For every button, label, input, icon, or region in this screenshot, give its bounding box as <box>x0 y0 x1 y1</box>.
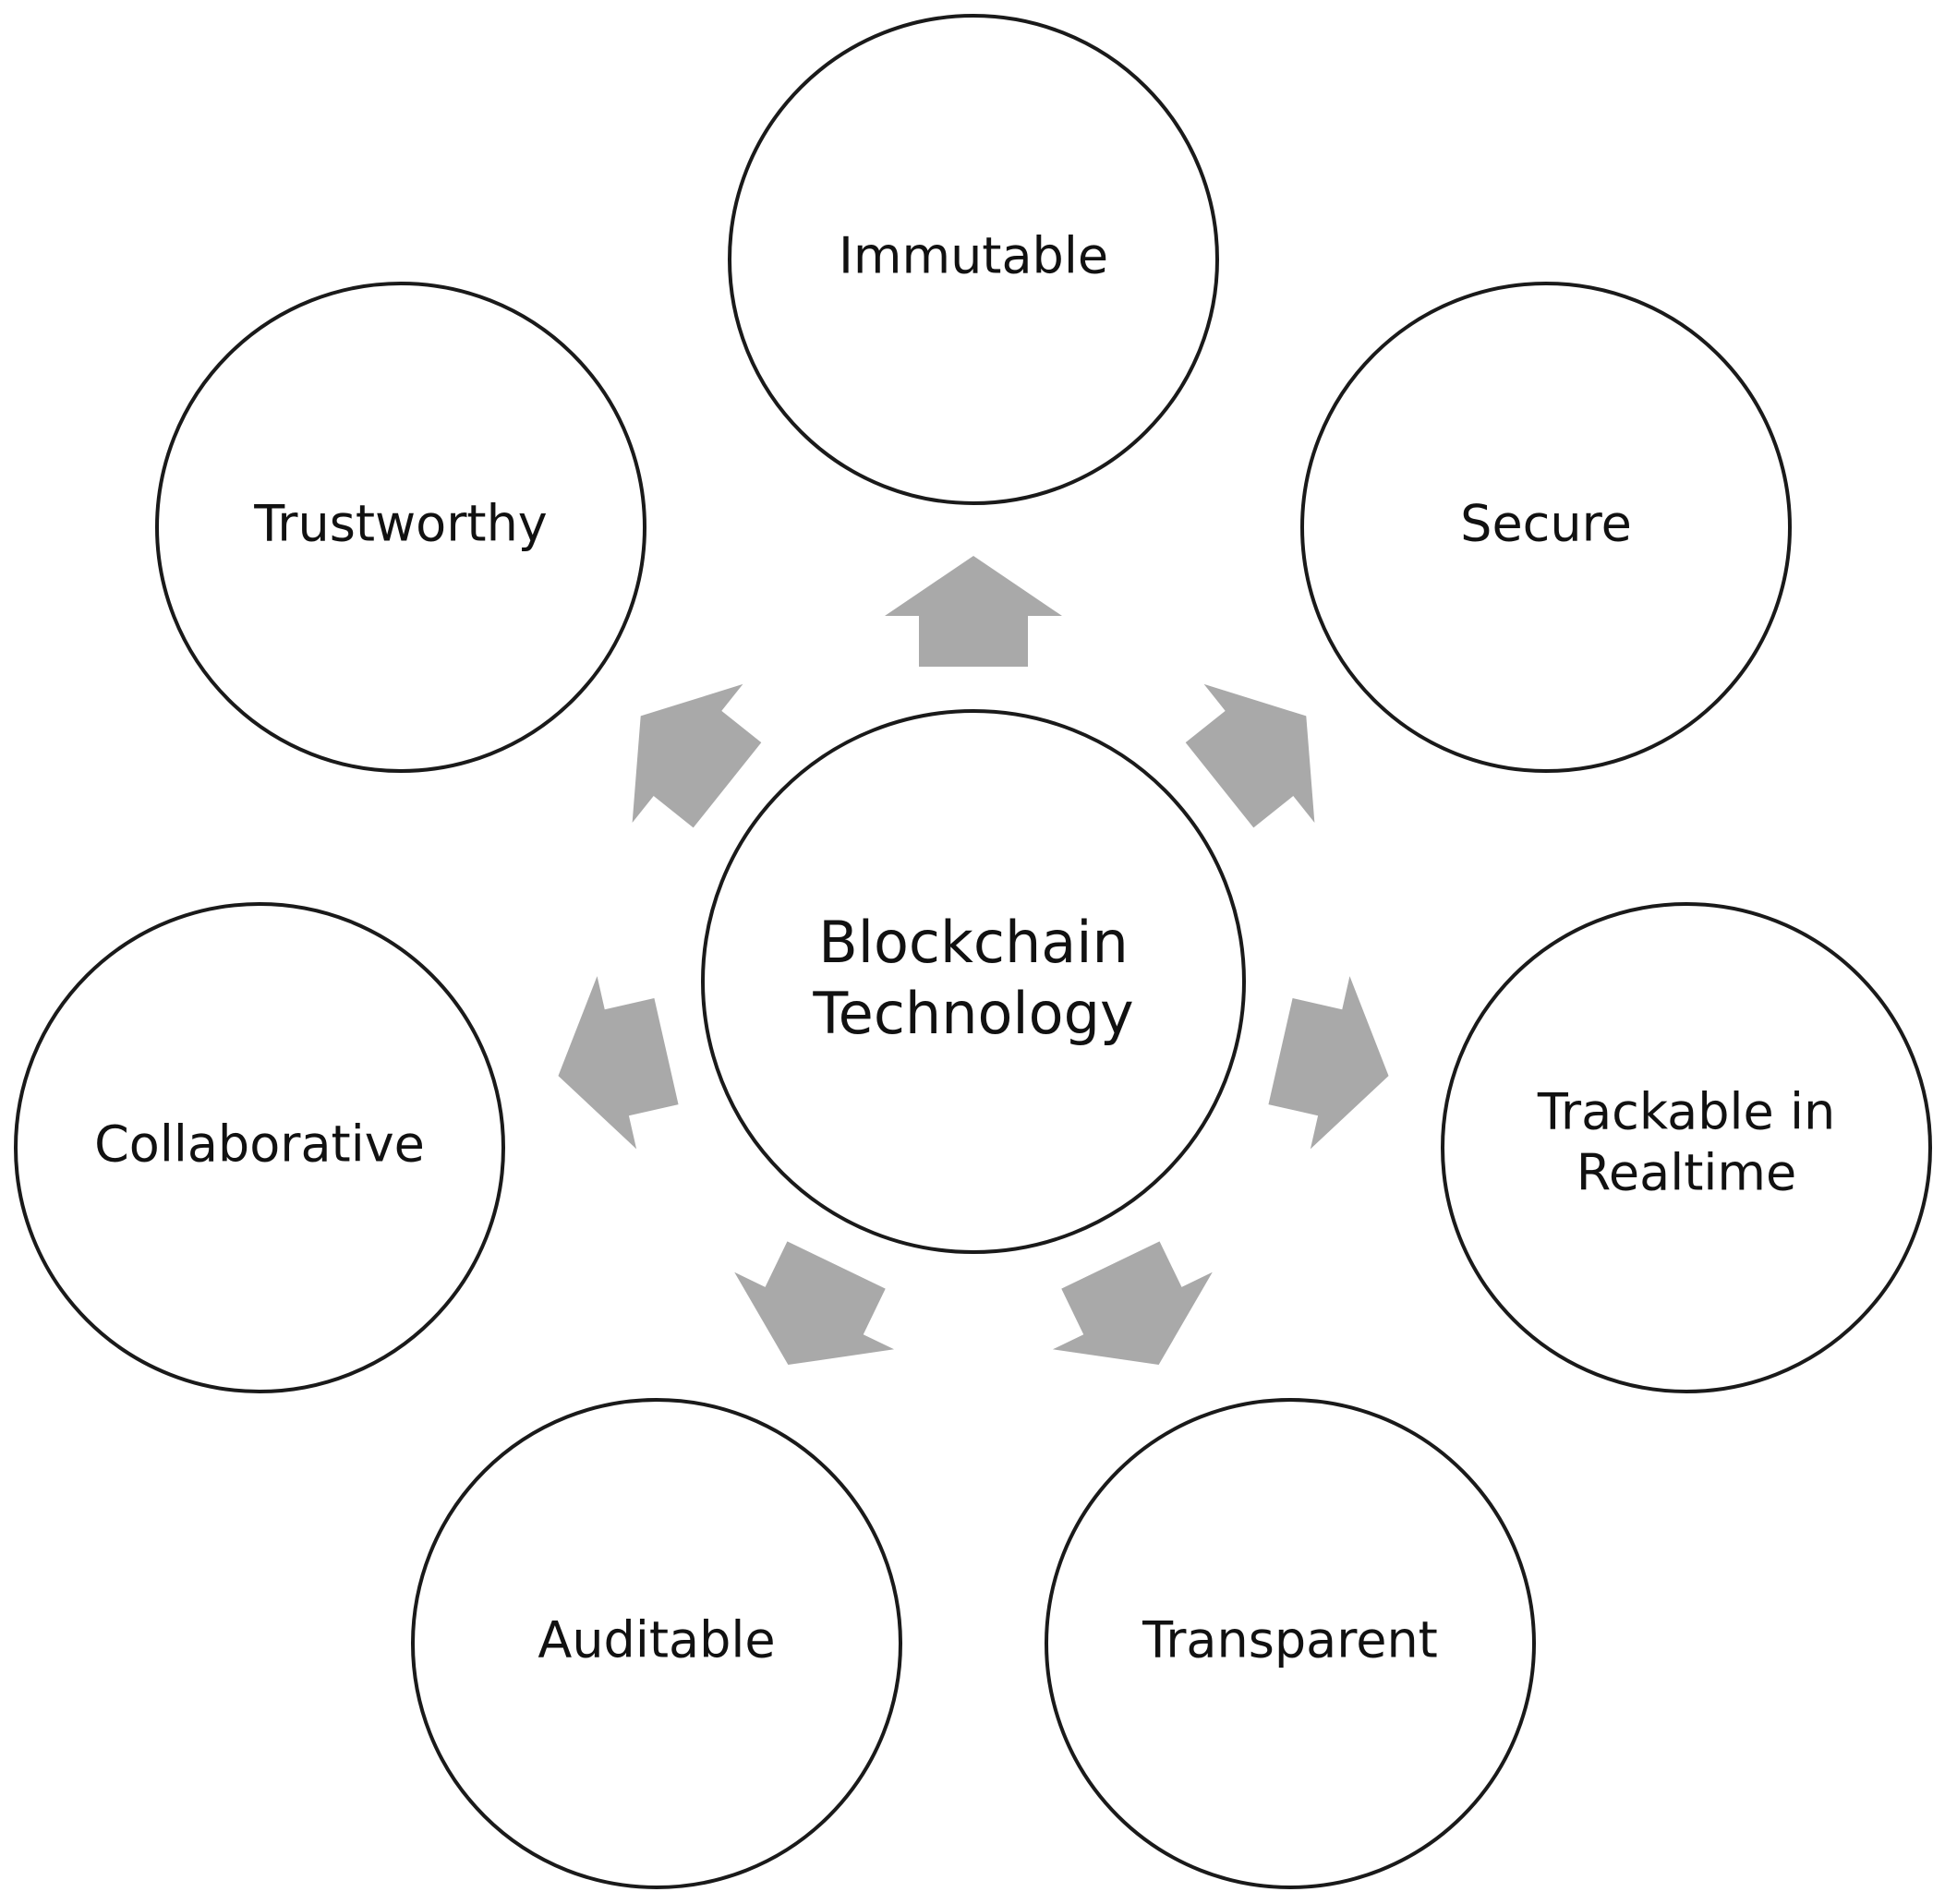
immutable-circle <box>728 14 1219 505</box>
arrow-to-secure <box>1185 683 1315 828</box>
center-circle <box>701 709 1246 1254</box>
trackable-circle <box>1441 902 1932 1393</box>
node-secure: Secure <box>1300 282 1792 773</box>
secure-label: Secure <box>1460 495 1632 553</box>
node-immutable: Immutable <box>728 14 1219 505</box>
collaborative-circle <box>14 902 505 1393</box>
trackable-label-line2: Realtime <box>1577 1144 1796 1202</box>
transparent-circle <box>1045 1398 1536 1889</box>
arrow-to-trustworthy <box>632 683 762 828</box>
center-label-line1: Blockchain <box>818 909 1129 976</box>
transparent-label: Transparent <box>1142 1611 1438 1669</box>
trustworthy-circle <box>155 282 646 773</box>
arrow-to-trackable <box>1268 976 1389 1150</box>
arrow-to-collaborative <box>558 976 679 1150</box>
arrow-to-transparent <box>1052 1241 1213 1366</box>
arrow-to-auditable <box>734 1241 895 1366</box>
trackable-label-line1: Trackable in <box>1537 1083 1835 1141</box>
auditable-label: Auditable <box>538 1611 775 1669</box>
arrow-to-immutable <box>885 556 1062 667</box>
secure-circle <box>1300 282 1792 773</box>
node-trackable: Trackable in Realtime <box>1441 902 1932 1393</box>
node-collaborative: Collaborative <box>14 902 505 1393</box>
arrows <box>558 556 1389 1366</box>
node-trustworthy: Trustworthy <box>155 282 646 773</box>
center-node: Blockchain Technology <box>701 709 1246 1254</box>
trustworthy-label: Trustworthy <box>253 495 548 553</box>
collaborative-label: Collaborative <box>94 1115 425 1174</box>
node-auditable: Auditable <box>411 1398 902 1889</box>
node-transparent: Transparent <box>1045 1398 1536 1889</box>
center-label-line2: Technology <box>812 980 1133 1047</box>
immutable-label: Immutable <box>839 227 1108 285</box>
auditable-circle <box>411 1398 902 1889</box>
